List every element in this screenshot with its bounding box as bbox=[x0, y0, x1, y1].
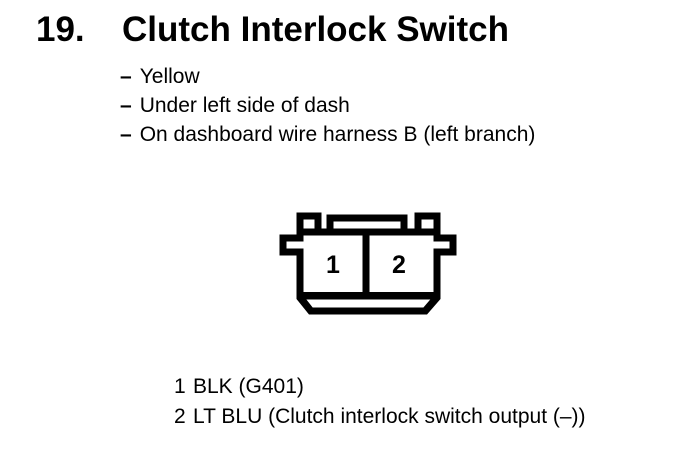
connector-diagram: 1 2 bbox=[277, 209, 459, 317]
bullet-text: Yellow bbox=[139, 65, 200, 88]
pin-number: 1 bbox=[174, 375, 186, 398]
connector-drawing-svg: 1 2 bbox=[279, 212, 457, 315]
section-number: 19. bbox=[36, 10, 85, 49]
cavity-2-label: 2 bbox=[392, 251, 406, 279]
pin-description: BLK (G401) bbox=[193, 375, 304, 398]
list-item: – Yellow bbox=[120, 62, 535, 91]
pin-row: 1 BLK (G401) bbox=[174, 372, 586, 402]
attribute-list: – Yellow – Under left side of dash – On … bbox=[120, 62, 535, 149]
dash-bullet: – bbox=[120, 123, 132, 146]
page-title: Clutch Interlock Switch bbox=[122, 10, 509, 49]
bullet-text: On dashboard wire harness B (left branch… bbox=[139, 123, 536, 146]
list-item: – On dashboard wire harness B (left bran… bbox=[120, 120, 535, 149]
connector-bottom-band bbox=[296, 292, 441, 315]
cavity-1-label: 1 bbox=[326, 251, 340, 279]
bullet-text: Under left side of dash bbox=[139, 94, 350, 117]
list-item: – Under left side of dash bbox=[120, 91, 535, 120]
dash-bullet: – bbox=[120, 65, 132, 88]
pin-legend: 1 BLK (G401) 2 LT BLU (Clutch interlock … bbox=[174, 372, 586, 432]
dash-bullet: – bbox=[120, 94, 132, 117]
section-header: 19. Clutch Interlock Switch bbox=[36, 10, 676, 54]
pin-description: LT BLU (Clutch interlock switch output (… bbox=[193, 405, 586, 428]
pin-number: 2 bbox=[174, 405, 186, 428]
pin-row: 2 LT BLU (Clutch interlock switch output… bbox=[174, 402, 586, 432]
